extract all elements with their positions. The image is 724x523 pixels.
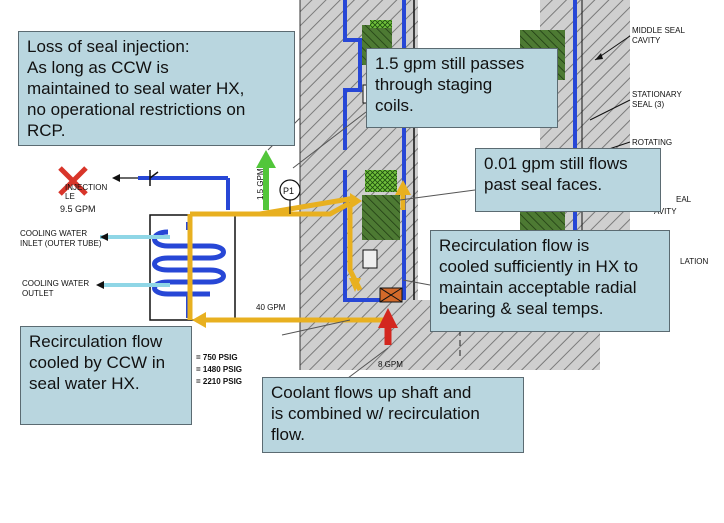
- seal-water-heat-exchanger: [96, 214, 236, 321]
- cooling-outlet-label: COOLING WATER OUTLET: [22, 279, 91, 298]
- injection-label: INJECTION: [65, 183, 107, 192]
- callout-loss-of-injection: Loss of seal injection: As long as CCW i…: [18, 31, 295, 146]
- recirc-flow-label: 40 GPM: [256, 303, 286, 312]
- avity-label: AVITY: [654, 207, 677, 216]
- injection-line: INJECTION LE 9.5 GPM: [58, 166, 230, 214]
- callout-recirc-hx: Recirculation flow is cooled sufficientl…: [430, 230, 670, 332]
- injection-flow-label: 9.5 GPM: [60, 204, 96, 214]
- eal-label: EAL: [676, 195, 692, 204]
- callout-recirc-ccw: Recirculation flow cooled by CCW in seal…: [20, 326, 192, 425]
- lation-label: LATION: [680, 257, 709, 266]
- pressure-gauge-p1: P1: [279, 179, 301, 214]
- green-flow-arrow: 1.5 GPM: [256, 150, 276, 210]
- pressure-2210: = 2210 PSIG: [196, 377, 242, 386]
- right-labels: MIDDLE SEAL CAVITY STATIONARY SEAL (3) R…: [589, 26, 709, 266]
- yellow-arrowheads: [192, 180, 411, 328]
- cooling-labels: COOLING WATER INLET (OUTER TUBE) COOLING…: [20, 229, 102, 298]
- le-label: LE: [65, 192, 75, 201]
- pressure-750: = 750 PSIG: [196, 353, 238, 362]
- p1-label: P1: [283, 186, 294, 196]
- callout-seal-faces: 0.01 gpm still flows past seal faces.: [475, 148, 661, 212]
- green-flow-label: 1.5 GPM: [256, 168, 265, 200]
- cooling-inlet-label: COOLING WATER INLET (OUTER TUBE): [20, 229, 102, 248]
- stationary-seal-label: STATIONARY SEAL (3): [632, 90, 684, 109]
- rotating-label: ROTATING: [632, 138, 672, 147]
- pressure-1480: = 1480 PSIG: [196, 365, 242, 374]
- pressure-legend: = 750 PSIG = 1480 PSIG = 2210 PSIG: [196, 353, 242, 386]
- red-flow-label: 8 GPM: [378, 360, 403, 369]
- red-flow-arrow: 8 GPM: [378, 308, 403, 369]
- callout-staging-coils: 1.5 gpm still passes through staging coi…: [366, 48, 558, 128]
- callout-coolant-shaft: Coolant flows up shaft and is combined w…: [262, 377, 524, 453]
- middle-seal-cavity-label: MIDDLE SEAL CAVITY: [632, 26, 687, 45]
